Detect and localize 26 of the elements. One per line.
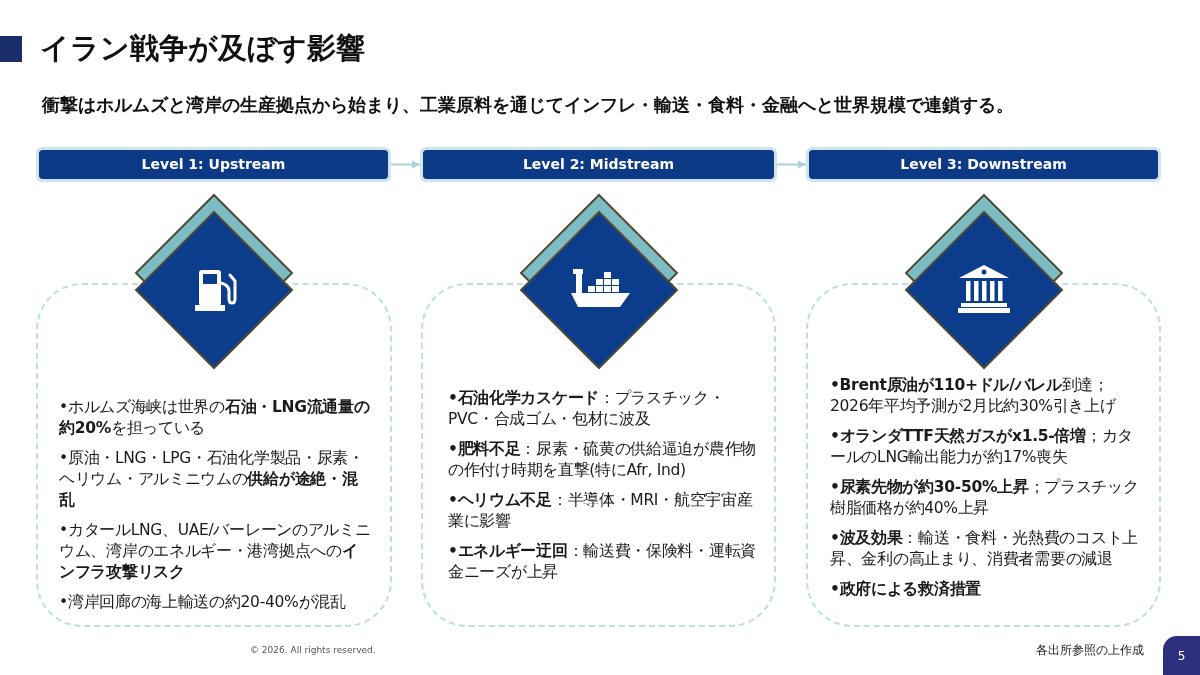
bullet-text: •カタールLNG、UAE/バーレーンのアルミニウム、湾岸のエネルギー・港湾拠点へのインフラ攻撃リスク [59, 520, 372, 583]
bullet-text: •ヘリウム不足：半導体・MRI・航空宇宙産業に影響 [448, 490, 754, 532]
bullet-text: •石油化学カスケード：プラスチック・PVC・合成ゴム・包材に波及 [448, 388, 726, 430]
copyright-text: © 2026. All rights reserved. [250, 645, 376, 655]
bullet-text: •肥料不足：尿素・硫黄の供給逼迫が農作物の作付け時期を直撃(特にAfr, Ind) [448, 439, 756, 481]
info-panel [36, 283, 392, 627]
bullet-text: •尿素先物が約30-50%上昇；プラスチック樹脂価格が約40%上昇 [830, 477, 1140, 519]
bullet-text: •湾岸回廊の海上輸送の約20-40%が混乱 [59, 592, 347, 613]
arrow [390, 160, 421, 169]
stage-header: Level 3: Downstream [806, 147, 1161, 182]
slide-title: イラン戦争が及ぼす影響 [40, 30, 365, 67]
bullet-text: •ホルムズ海峡は世界の石油・LNG流通量の約20%を担っている [59, 397, 371, 439]
stage-header: Level 1: Upstream [36, 147, 391, 182]
info-panel [806, 283, 1161, 627]
info-panel [421, 283, 776, 627]
bullet-text: •エネルギー迂回：輸送費・保険料・運転資金ニーズが上昇 [448, 541, 756, 583]
bullet-text: •オランダTTF天然ガスがx1.5-倍増；カタールのLNG輸出能力が約17%喪失 [830, 426, 1134, 468]
bullet-text: •波及効果：輸送・食料・光熱費のコスト上昇、金利の高止まり、消費者需要の減退 [830, 528, 1139, 570]
source-note: 各出所参照の上作成 [1036, 642, 1144, 659]
page-number: 5 [1163, 636, 1200, 675]
bullet-text: •政府による救済措置 [830, 579, 982, 600]
arrow [776, 160, 807, 169]
stage-header: Level 2: Midstream [420, 147, 777, 182]
bullet-text: •Brent原油が110+ドル/バレル到達；2026年平均予測が2月比約30%引き上げ [830, 375, 1117, 417]
subtitle: 衝撃はホルムズと湾岸の生産拠点から始まり、工業原料を通じてインフレ・輸送・食料・金融へと世界規模で連鎖する。 [42, 93, 1014, 117]
bullet-text: •原油・LNG・LPG・石油化学製品・尿素・ヘリウム・アルミニウムの供給が途絶・混乱 [59, 448, 365, 511]
